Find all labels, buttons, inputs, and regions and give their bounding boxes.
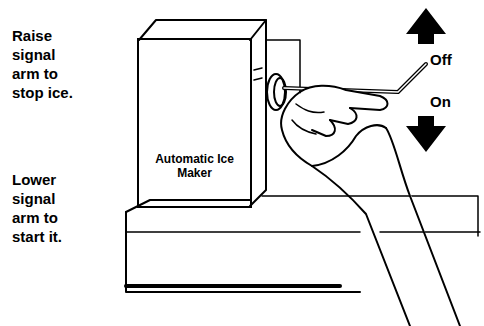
arm-position-label: On — [430, 92, 470, 111]
box-label: Automatic Ice Maker — [145, 152, 244, 180]
instruction-text: Lower signal arm to start it. — [12, 170, 74, 246]
instruction-text: Raise signal arm to stop ice. — [12, 26, 74, 102]
arm-position-label: Off — [430, 50, 470, 69]
ice-maker-box: Automatic Ice Maker — [137, 38, 252, 208]
